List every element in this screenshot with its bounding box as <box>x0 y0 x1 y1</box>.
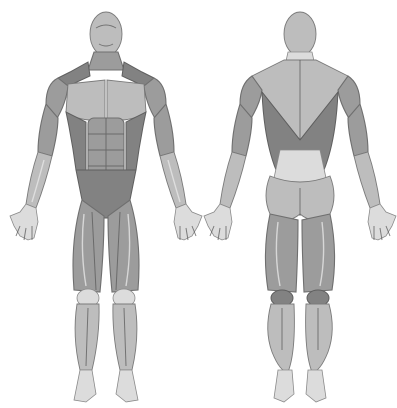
front-neck <box>88 52 124 70</box>
front-pectoral-left <box>107 80 146 120</box>
back-head <box>284 12 316 56</box>
back-hand-right <box>204 204 232 240</box>
back-forearm-right <box>220 152 246 208</box>
back-hamstring-left <box>302 214 335 292</box>
back-hand-left <box>368 204 396 240</box>
back-forearm-left <box>354 152 380 208</box>
front-foot-left <box>116 370 138 402</box>
front-thigh-left <box>108 200 139 292</box>
posterior-muscle-figure <box>204 12 396 402</box>
back-foot-left <box>306 370 326 402</box>
front-hand-right <box>10 204 38 240</box>
front-pectoral-right <box>66 80 105 120</box>
anterior-muscle-figure <box>10 12 202 402</box>
back-foot-right <box>274 370 294 402</box>
back-calf-right <box>268 304 295 372</box>
front-head <box>90 12 122 56</box>
front-foot-right <box>74 370 96 402</box>
front-thigh-right <box>73 200 104 292</box>
front-hand-left <box>174 204 202 240</box>
back-hamstring-right <box>265 214 298 292</box>
back-calf-left <box>306 304 333 372</box>
